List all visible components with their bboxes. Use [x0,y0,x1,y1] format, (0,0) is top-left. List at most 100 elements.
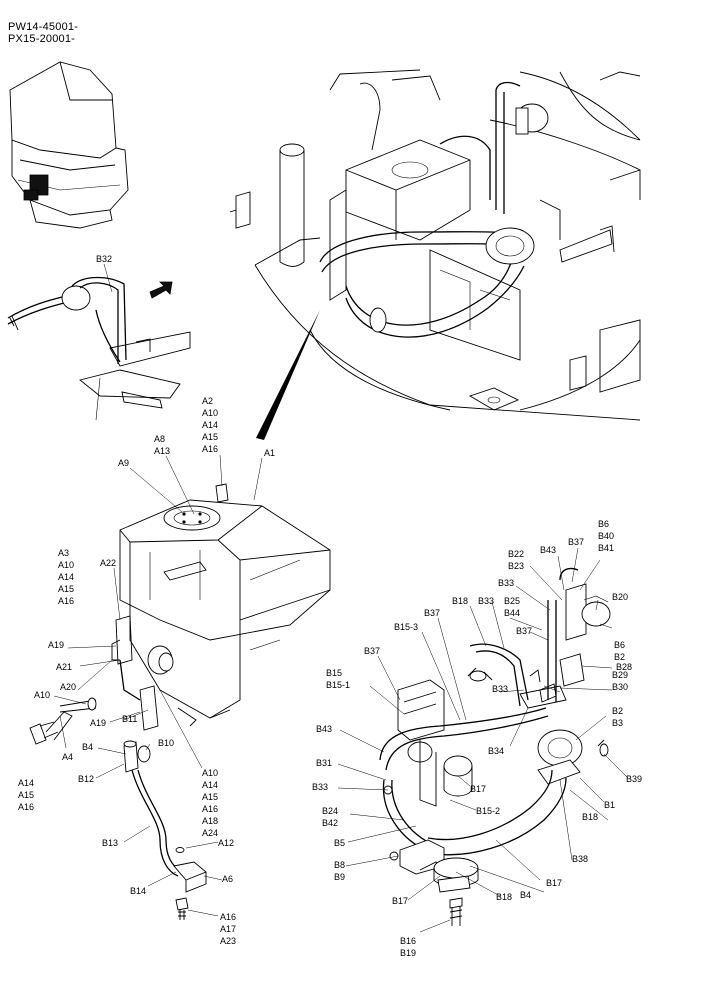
label-b15-2: B15-2 [476,806,500,816]
label-b40: B40 [598,531,614,541]
label-a3: A3 [58,548,69,558]
label-a2: A2 [202,396,213,406]
label-b2: B2 [614,652,625,662]
label-a13: A13 [154,446,170,456]
label-b24: B24 [322,806,338,816]
model-serial-line-1: PW14-45001- [8,21,79,33]
installed-assembly-view [229,69,641,421]
label-b30: B30 [612,682,628,692]
label-b2: B2 [612,706,623,716]
label-a12: A12 [218,838,234,848]
label-b33: B33 [478,596,494,606]
label-b20: B20 [612,592,628,602]
label-b31: B31 [316,758,332,768]
label-b8: B8 [334,860,345,870]
label-b10: B10 [158,738,174,748]
label-b12: B12 [78,774,94,784]
label-b42: B42 [322,818,338,828]
hose-clamp-detail-b32: B32 [7,254,191,421]
label-b37: B37 [516,626,532,636]
label-b32: B32 [96,254,112,264]
label-a14: A14 [202,780,218,790]
label-a14: A14 [18,778,34,788]
callout-labels: A2 A10 A14 A15 A16 A1 A8 A13 A9 A3 A10 A… [18,396,642,958]
label-b18: B18 [452,596,468,606]
label-a15: A15 [18,790,34,800]
label-b6: B6 [598,519,609,529]
label-a10: A10 [58,560,74,570]
label-b33: B33 [312,782,328,792]
label-a18: A18 [202,816,218,826]
label-b37: B37 [364,646,380,656]
label-a4: A4 [62,752,73,762]
label-b17: B17 [470,784,486,794]
label-b29: B29 [612,670,628,680]
label-b4: B4 [520,890,531,900]
label-a22: A22 [100,558,116,568]
label-b15: B15 [326,668,342,678]
label-b16: B16 [400,936,416,946]
filler-hose-assembly [337,547,629,933]
label-a21: A21 [56,662,72,672]
label-b1: B1 [604,800,615,810]
label-b43: B43 [316,724,332,734]
label-a19: A19 [90,718,106,728]
label-b41: B41 [598,543,614,553]
label-b18: B18 [582,812,598,822]
label-a24: A24 [202,828,218,838]
label-b43: B43 [540,545,556,555]
label-b25: B25 [504,596,520,606]
label-a10: A10 [34,690,50,700]
label-b37: B37 [568,537,584,547]
label-a14: A14 [58,572,74,582]
label-b22: B22 [508,549,524,559]
label-b33: B33 [492,684,508,694]
label-a1: A1 [264,448,275,458]
label-b9: B9 [334,872,345,882]
label-b18: B18 [496,892,512,902]
label-b39: B39 [626,774,642,784]
label-b13: B13 [102,838,118,848]
label-a15: A15 [202,792,218,802]
label-a6: A6 [222,874,233,884]
label-a16: A16 [202,444,218,454]
label-b6: B6 [614,640,625,650]
label-a15: A15 [58,584,74,594]
label-a8: A8 [154,434,165,444]
label-b28: B28 [616,662,632,672]
label-a17: A17 [220,924,236,934]
label-a23: A23 [220,936,236,946]
label-b14: B14 [130,886,146,896]
label-a16: A16 [58,596,74,606]
label-b33: B33 [498,578,514,588]
machine-locator-thumbnail [9,61,129,229]
label-a16: A16 [220,912,236,922]
label-b4: B4 [82,742,93,752]
model-serial-line-2: PX15-20001- [8,33,76,45]
label-b19: B19 [400,948,416,958]
label-a16: A16 [18,802,34,812]
label-b17: B17 [546,878,562,888]
label-b44: B44 [504,608,520,618]
fuel-tank-assembly [29,454,331,920]
label-a16: A16 [202,804,218,814]
label-a14: A14 [202,420,218,430]
label-a15: A15 [202,432,218,442]
label-b11: B11 [122,714,137,724]
label-b37: B37 [424,608,440,618]
label-b23: B23 [508,561,524,571]
label-b15-3: B15-3 [394,622,418,632]
label-b38: B38 [572,854,588,864]
label-b34: B34 [488,746,504,756]
label-b17: B17 [392,896,408,906]
label-b15-1: B15-1 [326,680,350,690]
label-a20: A20 [60,682,76,692]
label-b3: B3 [612,718,623,728]
label-a10: A10 [202,768,218,778]
label-a19: A19 [48,640,64,650]
label-b5: B5 [334,838,345,848]
callout-pointer [256,310,320,440]
label-a10: A10 [202,408,218,418]
